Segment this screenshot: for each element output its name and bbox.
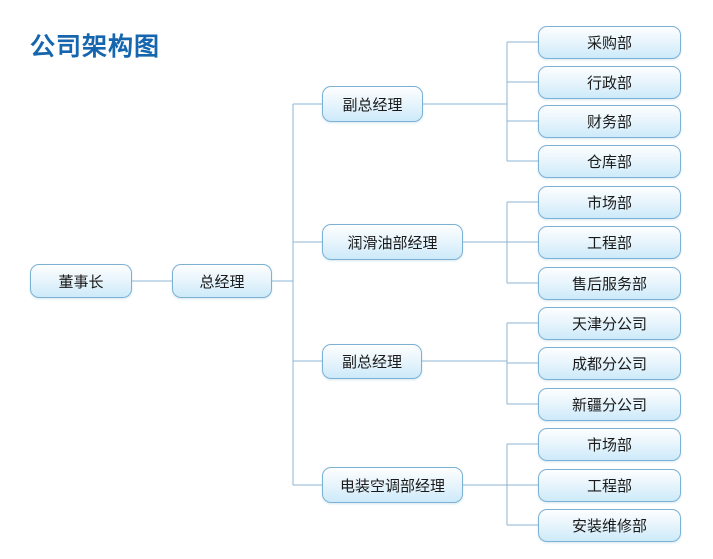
org-node-deputy-general-manager-1: 副总经理 (322, 86, 423, 122)
org-node-dept-g1-1: 采购部 (538, 25, 681, 59)
org-node-deputy-general-manager-2: 副总经理 (322, 343, 422, 379)
org-node-dept-g2-2: 工程部 (538, 225, 681, 259)
org-node-dept-g3-2: 成都分公司 (538, 346, 681, 380)
org-node-chairman: 董事长 (30, 264, 132, 298)
org-node-electrical-ac-dept-manager: 电装空调部经理 (322, 467, 463, 503)
org-node-dept-g2-1: 市场部 (538, 185, 681, 219)
org-node-dept-g3-3: 新疆分公司 (538, 387, 681, 421)
org-node-dept-g4-2: 工程部 (538, 468, 681, 502)
org-node-lubricant-dept-manager: 润滑油部经理 (322, 224, 463, 260)
org-node-dept-g4-3: 安装维修部 (538, 508, 681, 542)
org-node-dept-g1-3: 财务部 (538, 104, 681, 138)
org-node-dept-g1-2: 行政部 (538, 65, 681, 99)
org-node-dept-g2-3: 售后服务部 (538, 266, 681, 300)
org-node-dept-g1-4: 仓库部 (538, 144, 681, 178)
page-title: 公司架构图 (30, 33, 161, 61)
org-node-dept-g3-1: 天津分公司 (538, 306, 681, 340)
org-node-general-manager: 总经理 (172, 264, 272, 298)
org-node-dept-g4-1: 市场部 (538, 427, 681, 461)
